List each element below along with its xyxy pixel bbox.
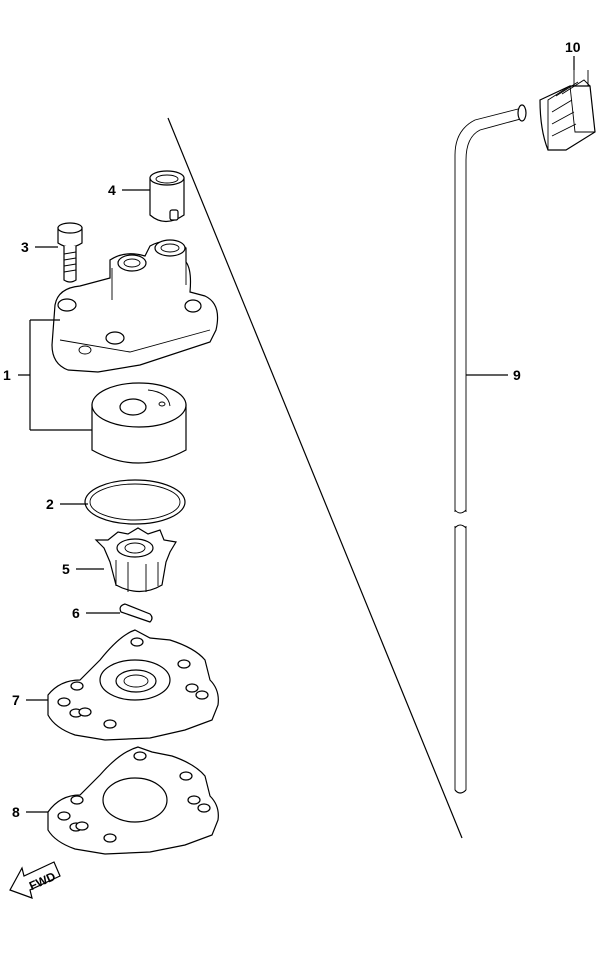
part-10-grommet [539,70,596,151]
part-5-impeller [94,527,177,593]
part-7-plate [47,629,219,741]
reference-line [167,117,463,839]
callout-10: 10 [565,39,581,55]
part-6-pin [119,603,153,623]
leader-lines [18,56,575,813]
leader-1 [18,319,92,431]
callout-9: 9 [513,367,521,383]
part-9-hose [454,104,527,794]
callout-5: 5 [62,561,70,577]
callout-2: 2 [46,496,54,512]
callout-1: 1 [3,367,11,383]
part-3-bolt [57,222,83,283]
part-2-o-ring [84,479,186,525]
part-1-pump-case [51,239,219,373]
fwd-direction-arrow: FWD [9,861,61,899]
callout-7: 7 [12,692,20,708]
callout-4: 4 [108,182,116,198]
part-4-sleeve [149,170,185,223]
part-1-housing [91,382,187,464]
callout-3: 3 [21,239,29,255]
callout-6: 6 [72,605,80,621]
callout-8: 8 [12,804,20,820]
part-8-gasket [47,746,219,855]
